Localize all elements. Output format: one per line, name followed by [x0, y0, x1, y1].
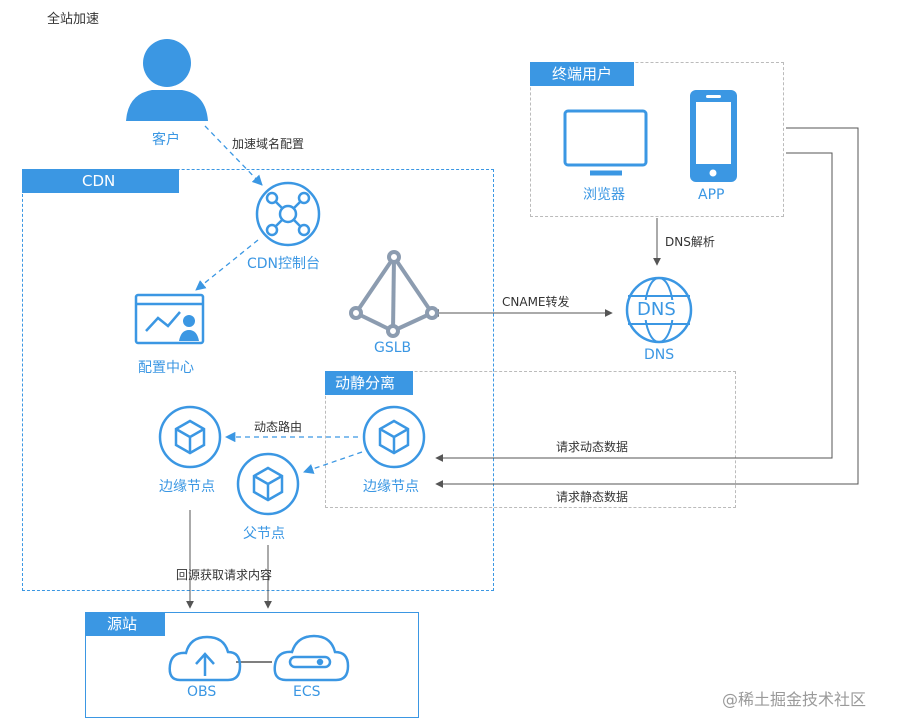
edge-label-origin-fetch: 回源获取请求内容 — [176, 568, 273, 582]
edge-request-dynamic — [435, 152, 833, 462]
dns-label: DNS — [644, 347, 675, 363]
browser-label: 浏览器 — [583, 187, 625, 203]
dns-badge-text: DNS — [637, 299, 676, 320]
edge-label-config-domain: 加速域名配置 — [232, 137, 305, 151]
user-icon — [126, 39, 208, 121]
cdn-group-box — [22, 169, 494, 591]
upload-cloud-icon — [168, 635, 242, 682]
edge-label-request-dynamic: 请求动态数据 — [556, 440, 629, 454]
cube-node-icon — [236, 452, 300, 516]
monitor-icon — [563, 109, 648, 176]
dynamic-static-group-header: 动静分离 — [325, 371, 413, 395]
edge-label-cname: CNAME转发 — [502, 295, 570, 309]
edge-node-left-label: 边缘节点 — [159, 479, 215, 495]
edge-label-dynamic-route: 动态路由 — [254, 420, 303, 434]
dashboard-icon — [134, 293, 205, 345]
origin-group-header: 源站 — [85, 612, 165, 636]
origin-group-box — [85, 612, 419, 718]
cube-node-icon — [158, 405, 222, 469]
terminal-group-box — [530, 62, 784, 217]
page-title: 全站加速 — [47, 12, 100, 27]
dns-globe-icon — [625, 276, 693, 344]
network-hub-icon — [255, 181, 321, 247]
edge-customer-to-console — [204, 125, 263, 186]
edge-request-static — [435, 127, 859, 488]
server-cloud-icon — [273, 634, 350, 682]
ecs-label: ECS — [293, 684, 321, 700]
edge-label-dns-resolve: DNS解析 — [665, 235, 715, 249]
edge-node-right-label: 边缘节点 — [363, 479, 419, 495]
cdn-group-header: CDN — [22, 169, 179, 193]
gslb-triangle-icon — [349, 250, 439, 338]
parent-node-label: 父节点 — [243, 526, 285, 542]
edge-console-to-config — [195, 239, 259, 291]
terminal-group-header: 终端用户 — [530, 62, 634, 86]
app-label: APP — [698, 187, 725, 203]
phone-icon — [690, 90, 737, 182]
customer-label: 客户 — [152, 132, 180, 148]
config-center-label: 配置中心 — [138, 360, 194, 376]
gslb-label: GSLB — [374, 340, 412, 356]
edge-label-request-static: 请求静态数据 — [556, 490, 629, 504]
cdn-console-label: CDN控制台 — [247, 256, 321, 272]
edge-edge-to-parent — [303, 451, 363, 474]
obs-label: OBS — [187, 684, 217, 700]
cube-node-icon — [362, 405, 426, 469]
watermark: @稀土掘金技术社区 — [722, 690, 867, 709]
dynamic-static-group-box — [325, 371, 736, 508]
